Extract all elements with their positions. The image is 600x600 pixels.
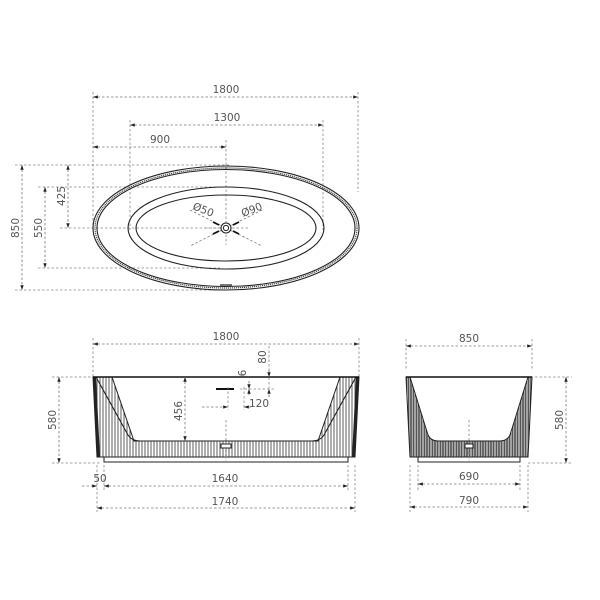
top-overall-width-label: 850 (10, 218, 22, 238)
inner-basin-rim (127, 186, 325, 270)
top-view: 1800 1300 900 850 550 425 (10, 84, 360, 291)
overflow-width-label: 120 (249, 398, 269, 410)
top-inner-width-label: 550 (33, 218, 45, 238)
top-center-offset-label: 900 (150, 134, 170, 146)
drain-outer-diameter-label: Ø90 (240, 201, 265, 220)
overflow-height-label: 6 (237, 369, 249, 376)
drain-icon (212, 221, 240, 235)
inner-basin (135, 194, 317, 262)
base-inset-label: 50 (93, 473, 106, 485)
side-view: 850 580 690 790 (405, 333, 572, 512)
front-overall-length-label: 1800 (213, 331, 240, 343)
base-inner-length-label: 1640 (212, 473, 239, 485)
base-length-label: 1740 (212, 496, 239, 508)
front-view: 1800 580 456 120 6 (47, 331, 360, 512)
side-height-label: 580 (554, 410, 566, 430)
side-overall-width-label: 850 (459, 333, 479, 345)
top-inner-length-label: 1300 (214, 112, 241, 124)
overflow-top-offset-label: 80 (257, 350, 269, 363)
outer-rim (92, 165, 360, 291)
top-overall-length-label: 1800 (213, 84, 240, 96)
front-inner-depth-label: 456 (173, 401, 185, 421)
top-half-width-label: 425 (56, 186, 68, 206)
side-base-inner-width-label: 690 (459, 471, 479, 483)
front-height-label: 580 (47, 410, 59, 430)
side-base-width-label: 790 (459, 495, 479, 507)
